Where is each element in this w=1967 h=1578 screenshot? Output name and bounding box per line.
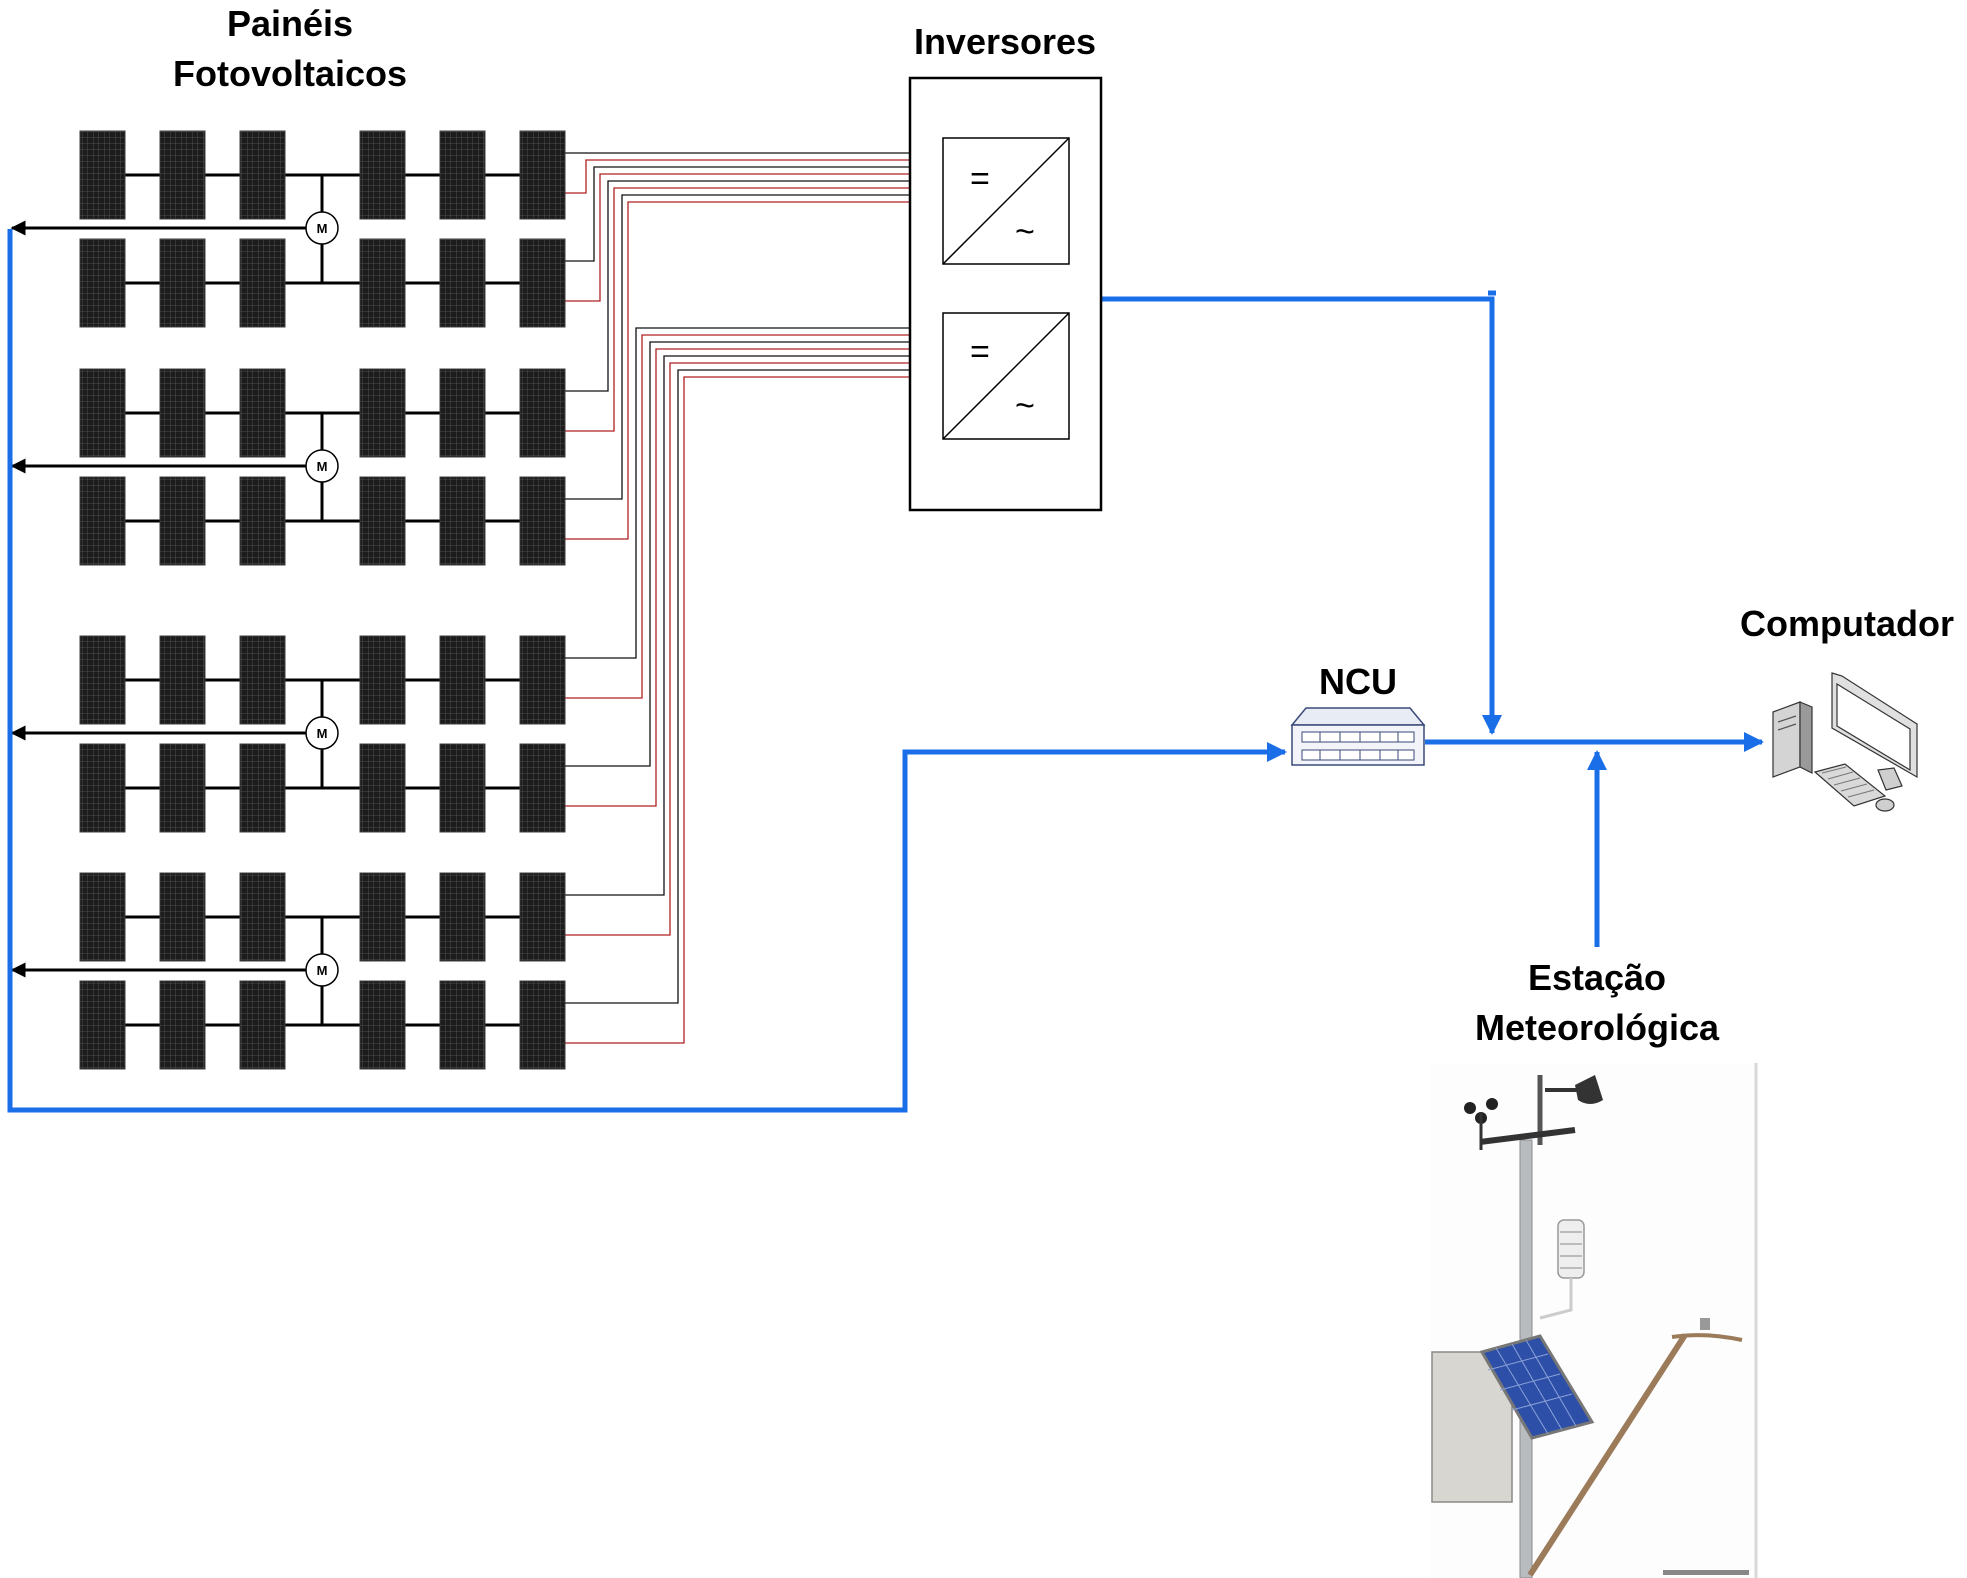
computer-icon — [1772, 672, 1918, 812]
pv-panel-icon — [519, 743, 566, 833]
pv-panel-icon — [359, 368, 406, 458]
tracker-bus-line — [7, 229, 1287, 1113]
wire-positive — [565, 362, 943, 936]
pv-panel-icon — [519, 872, 566, 962]
wire-negative — [565, 341, 943, 767]
motor-label: M — [317, 221, 328, 236]
pv-panel-icon — [79, 980, 126, 1070]
inverter-icon: = ~ — [942, 137, 1070, 265]
weather-title-line2: Meteorológica — [1475, 1007, 1720, 1048]
pv-panel-icon — [79, 872, 126, 962]
wire-negative — [565, 194, 943, 500]
panels-title-line1: Painéis — [227, 3, 353, 44]
ac-symbol: ~ — [1015, 213, 1035, 251]
tracker-group: M — [10, 872, 566, 1070]
weather-title-line1: Estação — [1528, 957, 1666, 998]
panels-title-line2: Fotovoltaicos — [173, 53, 407, 94]
motor-label: M — [317, 963, 328, 978]
pv-array: M M M M — [10, 130, 566, 1070]
pv-panel-icon — [519, 476, 566, 566]
pv-panel-icon — [359, 238, 406, 328]
pv-panel-icon — [239, 980, 286, 1070]
pv-panel-icon — [359, 130, 406, 220]
pv-panel-icon — [239, 476, 286, 566]
weather-station-photo — [1430, 1063, 1758, 1578]
pv-panel-icon — [439, 238, 486, 328]
pv-panel-icon — [239, 368, 286, 458]
pv-panel-icon — [239, 238, 286, 328]
pv-panel-icon — [239, 635, 286, 725]
dc-symbol: = — [970, 333, 990, 371]
ncu-title: NCU — [1319, 661, 1397, 702]
pv-panel-icon — [159, 130, 206, 220]
computer-title: Computador — [1740, 603, 1954, 644]
pv-panel-icon — [519, 130, 566, 220]
motor-icon: M — [305, 449, 339, 483]
pv-panel-icon — [159, 872, 206, 962]
pv-panel-icon — [519, 368, 566, 458]
pv-panel-icon — [439, 130, 486, 220]
pv-panel-icon — [439, 476, 486, 566]
pv-panel-icon — [159, 476, 206, 566]
wire-positive — [565, 173, 943, 302]
motor-label: M — [317, 726, 328, 741]
pv-panel-icon — [439, 635, 486, 725]
inverter-icon: = ~ — [942, 312, 1070, 440]
tracker-group: M — [10, 130, 566, 328]
wire-positive — [565, 159, 943, 194]
pv-panel-icon — [519, 238, 566, 328]
wire-positive — [565, 201, 943, 540]
pv-panel-icon — [359, 980, 406, 1070]
inverters-title: Inversores — [914, 21, 1096, 62]
wire-positive — [565, 376, 943, 1044]
pv-panel-icon — [359, 872, 406, 962]
motor-icon: M — [305, 953, 339, 987]
pv-panel-icon — [79, 635, 126, 725]
pv-panel-icon — [159, 743, 206, 833]
wire-positive — [565, 348, 943, 807]
network-lines — [7, 229, 1764, 1113]
pv-panel-icon — [159, 368, 206, 458]
wire-negative — [565, 166, 943, 262]
pv-panel-icon — [359, 476, 406, 566]
wire-positive — [565, 334, 943, 699]
motor-icon: M — [305, 716, 339, 750]
pv-panel-icon — [439, 872, 486, 962]
pv-panel-icon — [439, 980, 486, 1070]
pv-panel-icon — [359, 743, 406, 833]
ncu-server-icon — [1290, 707, 1426, 766]
wire-negative — [565, 355, 943, 896]
pv-panel-icon — [79, 368, 126, 458]
pv-panel-icon — [239, 130, 286, 220]
dc-wiring — [565, 152, 943, 1044]
motor-icon: M — [305, 211, 339, 245]
pv-panel-icon — [519, 635, 566, 725]
tracker-group: M — [10, 368, 566, 566]
pv-panel-icon — [439, 368, 486, 458]
wire-negative — [565, 369, 943, 1004]
pv-panel-icon — [79, 743, 126, 833]
wire-negative — [565, 327, 943, 659]
tracker-group: M — [10, 635, 566, 833]
pv-panel-icon — [519, 980, 566, 1070]
wire-positive — [565, 187, 943, 432]
pv-panel-icon — [79, 476, 126, 566]
inverter-cabinet: = ~ = ~ — [908, 76, 1103, 512]
pv-panel-icon — [159, 980, 206, 1070]
pv-panel-icon — [79, 130, 126, 220]
pv-panel-icon — [359, 635, 406, 725]
pv-panel-icon — [159, 635, 206, 725]
motor-label: M — [317, 459, 328, 474]
dc-symbol: = — [970, 160, 990, 198]
pv-panel-icon — [159, 238, 206, 328]
pv-panel-icon — [239, 872, 286, 962]
pv-panel-icon — [439, 743, 486, 833]
inverter-link-line — [1102, 296, 1502, 735]
pv-panel-icon — [239, 743, 286, 833]
wire-negative — [565, 180, 943, 392]
ac-symbol: ~ — [1015, 387, 1035, 425]
pv-panel-icon — [79, 238, 126, 328]
